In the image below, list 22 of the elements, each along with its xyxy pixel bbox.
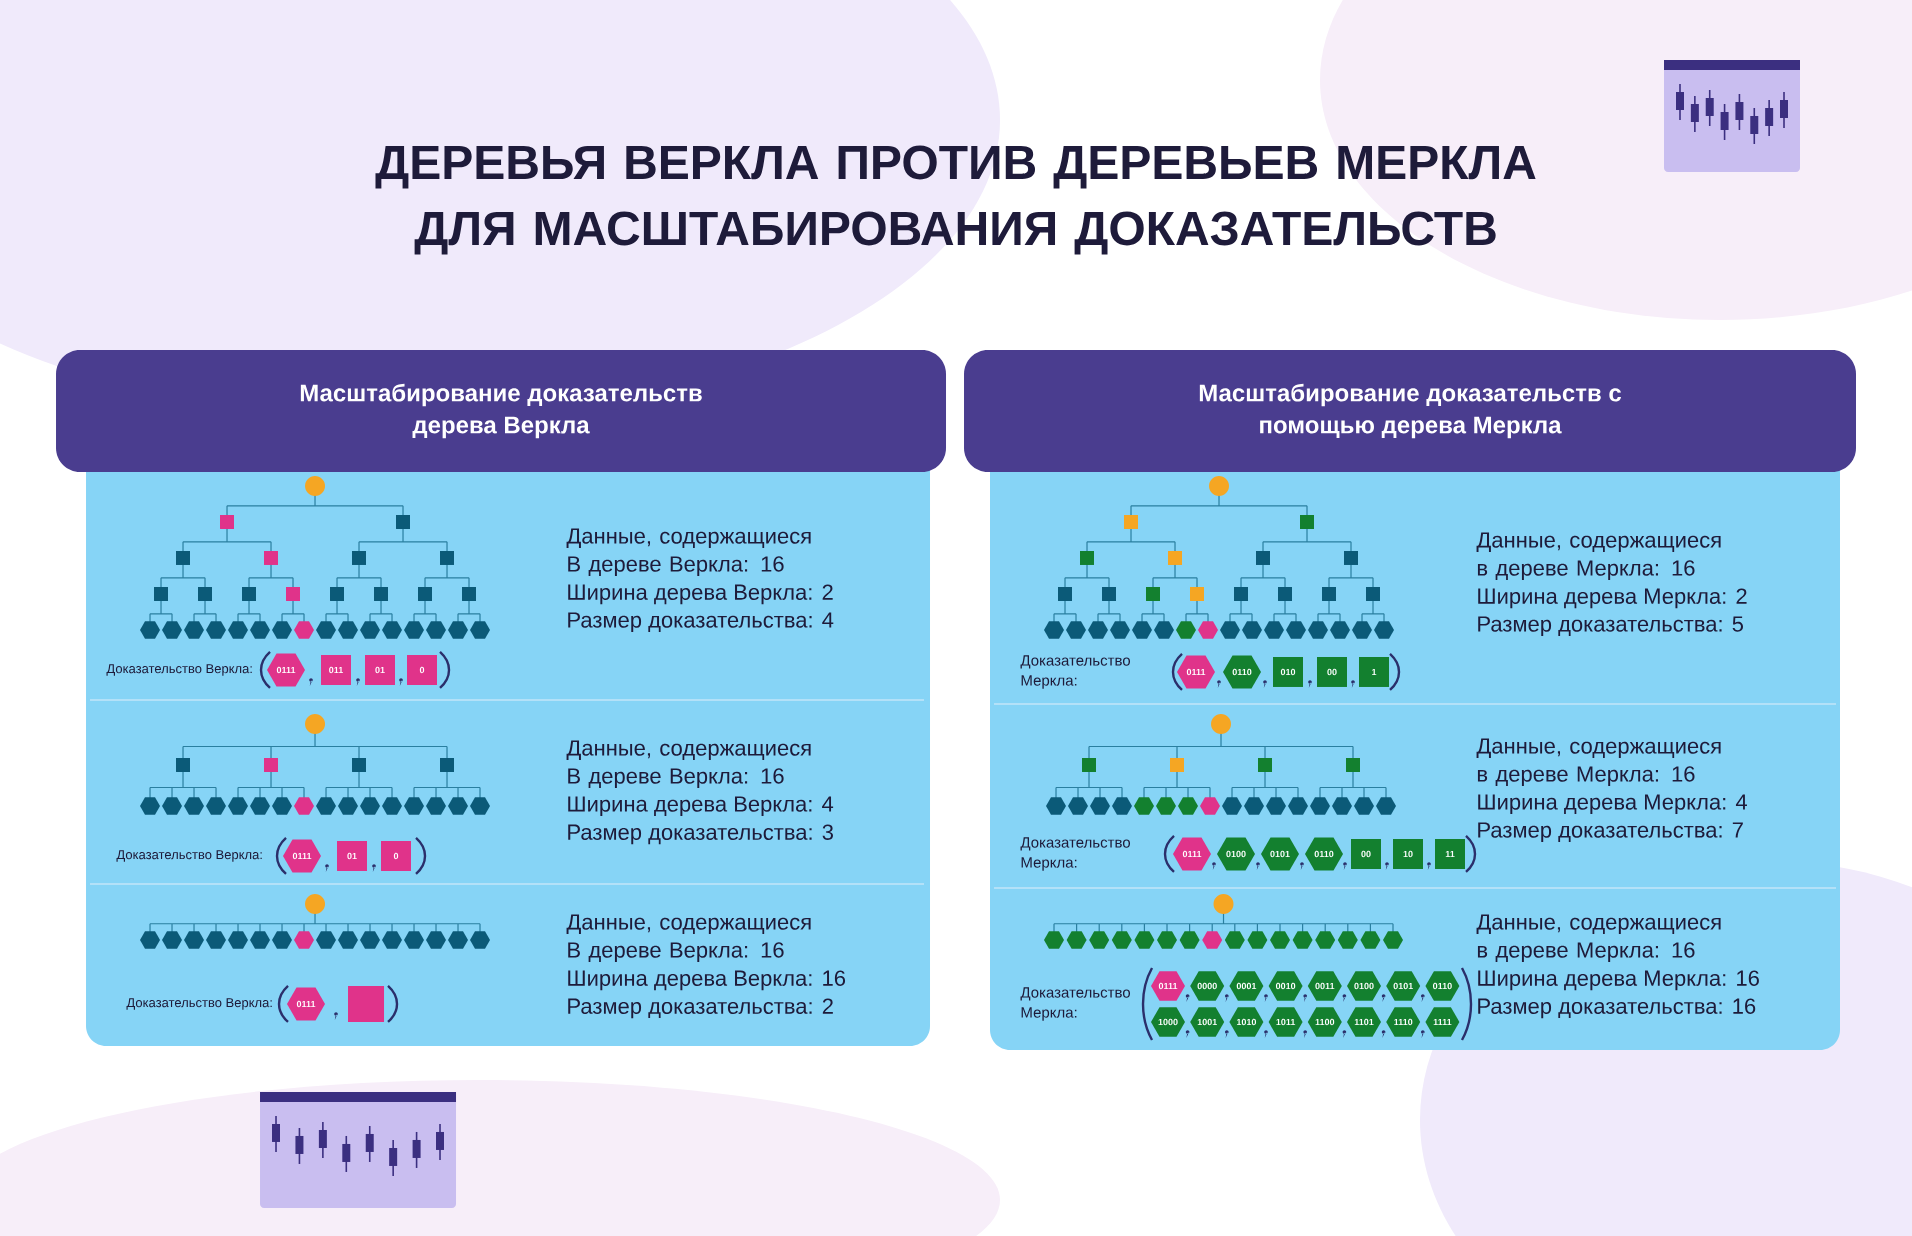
info-text: Ширина дерева Веркла: 16 <box>568 970 846 991</box>
info-text: Ширина дерева Веркла: 4 <box>568 796 834 817</box>
info-text: Данные, содержащиеся в дереве Меркла: 16 <box>1476 738 1721 787</box>
info-text: Ширина дерева Меркла: 16 <box>1478 970 1759 991</box>
title: ДЕРЕВЬЯ ВЕРКЛА ПРОТИВ ДЕРЕВЬЕВ МЕРКЛА ДЛЯ МАСШТАБИРОВАНИЯ ДОКАЗАТЕЛЬСТВ <box>375 145 1536 255</box>
node-label: Масштабирование доказательств дерева Веркла <box>300 383 702 439</box>
info-text: Размер доказательства: 5 <box>1478 616 1743 637</box>
info-text: Данные, содержащиеся в дереве Меркла: 16 <box>1476 914 1721 963</box>
node-label: Масштабирование доказательств с помощью дерева Меркла <box>1199 383 1622 439</box>
square-node <box>348 985 384 1022</box>
info-text: Данные, содержащиеся В дереве Веркла: 16 <box>566 740 811 789</box>
info-text: Размер доказательства: 7 <box>1478 822 1743 843</box>
info-text: Размер доказательства: 4 <box>568 612 834 633</box>
info-text: Размер доказательства: 2 <box>568 998 833 1019</box>
info-text: Ширина дерева Меркла: 2 <box>1478 588 1747 609</box>
info-text: Ширина дерева Веркла: 2 <box>568 584 833 605</box>
info-text: Размер доказательства: 16 <box>1478 998 1756 1019</box>
info-text: Данные, содержащиеся В дереве Веркла: 16 <box>566 914 811 963</box>
info-text: Размер доказательства: 3 <box>568 824 833 845</box>
info-text: Данные, содержащиеся В дереве Веркла: 16 <box>566 528 811 577</box>
info-text: Ширина дерева Меркла: 4 <box>1478 794 1747 815</box>
info-text: Данные, содержащиеся в дереве Меркла: 16 <box>1476 532 1721 581</box>
